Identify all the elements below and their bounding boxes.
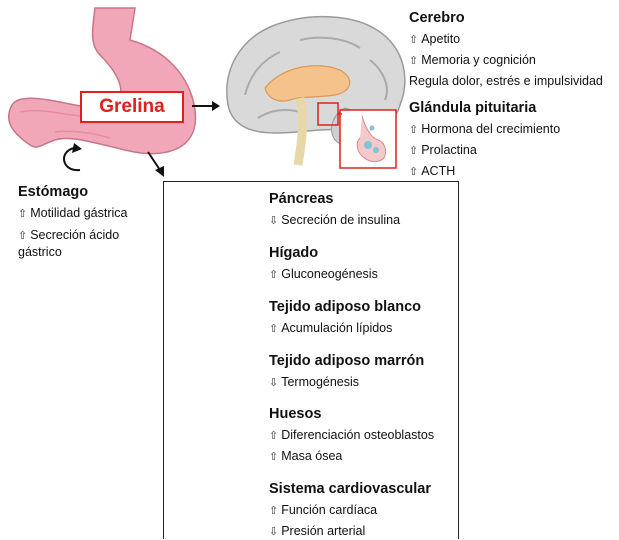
organ-cardiovascular: Sistema cardiovascular ⇧Función cardíaca…: [269, 481, 431, 540]
organ-bones: Huesos ⇧Diferenciación osteoblastos ⇧Mas…: [269, 406, 434, 465]
brain-effect: ⇧Apetito: [409, 31, 603, 48]
up-arrow-icon: ⇧: [409, 166, 418, 178]
organ-effect: ⇧Función cardíaca: [269, 502, 431, 519]
pituitary-title: Glándula pituitaria: [409, 100, 560, 116]
stomach-info: Estómago ⇧Motilidad gástrica ⇧Secreción …: [18, 184, 168, 260]
organ-effect: ⇩Termogénesis: [269, 374, 424, 391]
organ-effect: ⇧Acumulación lípidos: [269, 320, 421, 337]
up-arrow-icon: ⇧: [409, 145, 418, 157]
pituitary-effect: ⇧Prolactina: [409, 142, 560, 159]
brain-title: Cerebro: [409, 10, 603, 26]
organ-title: Tejido adiposo marrón: [269, 353, 424, 369]
brain-info: Cerebro ⇧Apetito ⇧Memoria y cognición Re…: [409, 10, 603, 89]
organ-effect: ⇧Masa ósea: [269, 448, 434, 465]
up-arrow-icon: ⇧: [18, 208, 27, 220]
up-arrow-icon: ⇧: [269, 505, 278, 517]
up-arrow-icon: ⇧: [269, 323, 278, 335]
up-arrow-icon: ⇧: [409, 34, 418, 46]
grelina-label-box: Grelina: [80, 91, 184, 123]
up-arrow-icon: ⇧: [18, 230, 27, 242]
up-arrow-icon: ⇧: [269, 430, 278, 442]
organ-effect: ⇩Secreción de insulina: [269, 212, 400, 229]
organ-title: Páncreas: [269, 191, 400, 207]
organ-pancreas: Páncreas ⇩Secreción de insulina: [269, 191, 400, 229]
stomach-effect: ⇧Secreción ácido gástrico: [18, 227, 158, 260]
down-arrow-icon: ⇩: [269, 215, 278, 227]
grelina-label: Grelina: [99, 96, 164, 118]
down-arrow-icon: ⇩: [269, 377, 278, 389]
organ-title: Huesos: [269, 406, 434, 422]
stomach-title: Estómago: [18, 184, 168, 200]
up-arrow-icon: ⇧: [409, 124, 418, 136]
pituitary-effect: ⇧ACTH: [409, 163, 560, 180]
organ-brown-adipose: Tejido adiposo marrón ⇩Termogénesis: [269, 353, 424, 391]
up-arrow-icon: ⇧: [269, 269, 278, 281]
organ-liver: Hígado ⇧Gluconeogénesis: [269, 245, 378, 283]
organ-effect: ⇧Diferenciación osteoblastos: [269, 427, 434, 444]
pituitary-info: Glándula pituitaria ⇧Hormona del crecimi…: [409, 100, 560, 180]
feedback-arrow-icon: [64, 143, 82, 170]
arrow-to-organs-icon: [148, 152, 164, 177]
arrow-to-brain-icon: [192, 101, 220, 111]
organ-title: Sistema cardiovascular: [269, 481, 431, 497]
organ-effect: ⇩Presión arterial: [269, 523, 431, 540]
organ-white-adipose: Tejido adiposo blanco ⇧Acumulación lípid…: [269, 299, 421, 337]
brain-effect: ⇧Memoria y cognición: [409, 52, 603, 69]
up-arrow-icon: ⇧: [409, 55, 418, 67]
organ-title: Hígado: [269, 245, 378, 261]
brain-effect: Regula dolor, estrés e impulsividad: [409, 73, 603, 89]
organ-effect: ⇧Gluconeogénesis: [269, 266, 378, 283]
up-arrow-icon: ⇧: [269, 451, 278, 463]
stomach-icon: [9, 8, 196, 154]
stomach-effect: ⇧Motilidad gástrica: [18, 205, 168, 222]
pituitary-effect: ⇧Hormona del crecimiento: [409, 121, 560, 138]
organ-title: Tejido adiposo blanco: [269, 299, 421, 315]
down-arrow-icon: ⇩: [269, 526, 278, 538]
